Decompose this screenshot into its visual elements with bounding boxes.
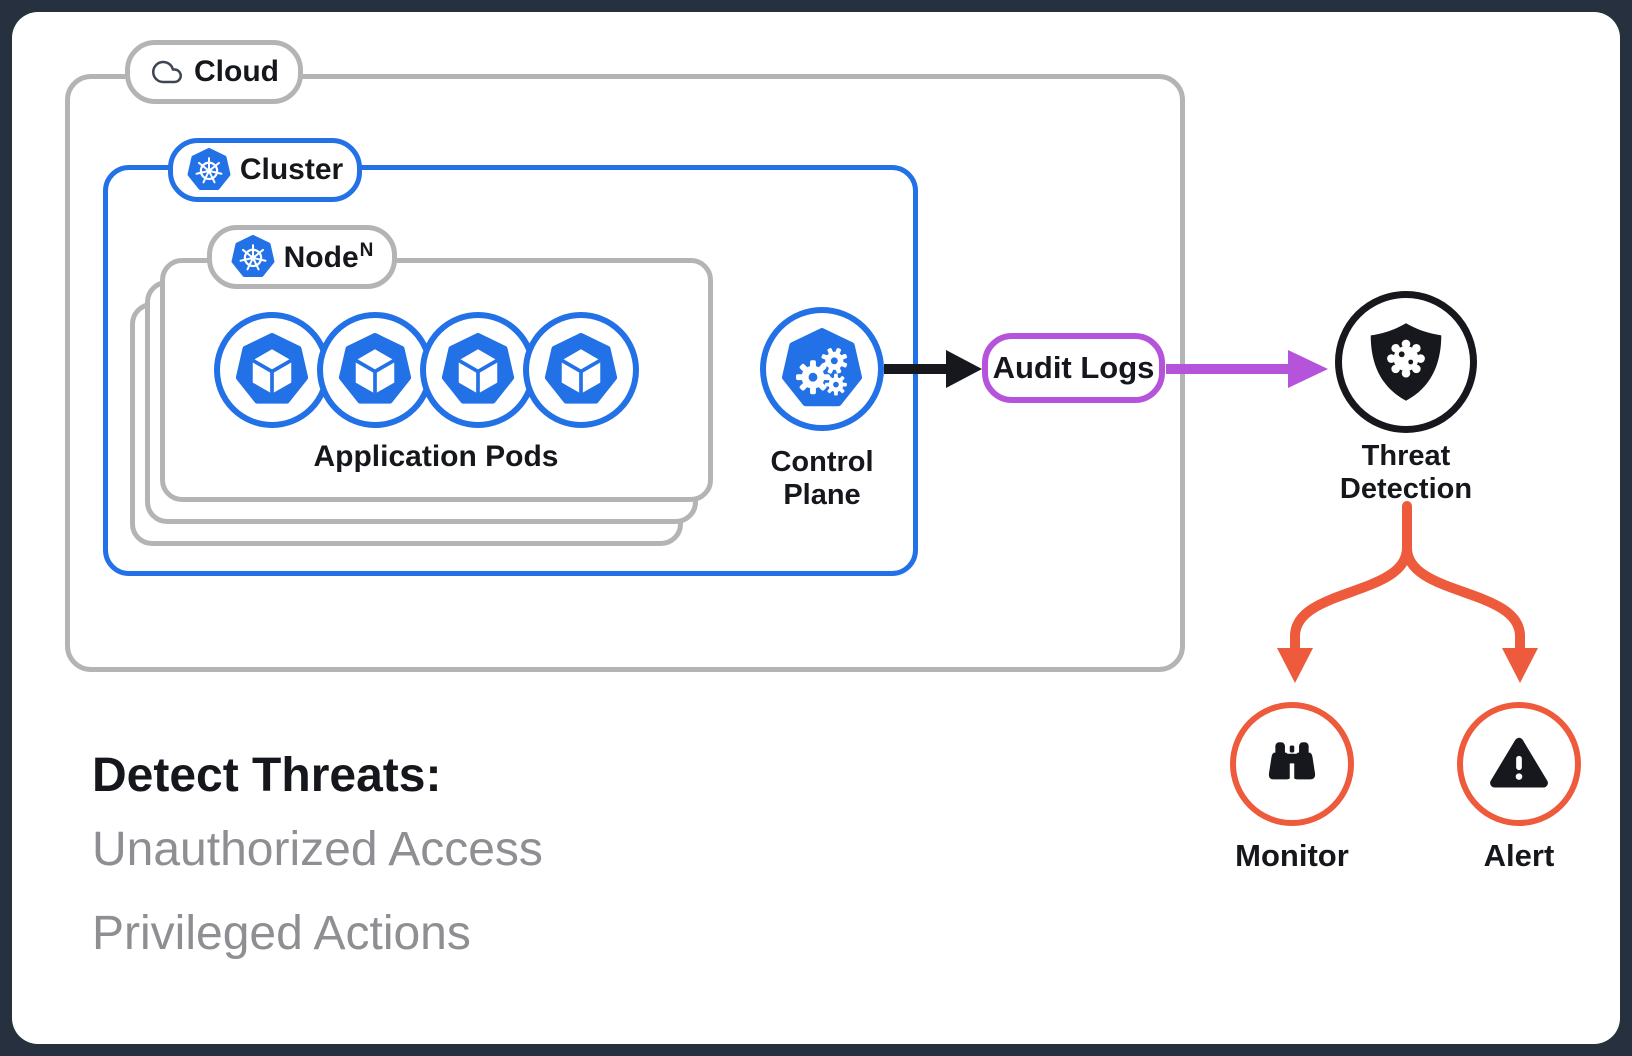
pod-cube-icon xyxy=(338,333,412,407)
application-pod-1 xyxy=(214,312,330,428)
binoculars-icon xyxy=(1260,732,1324,796)
pods-row xyxy=(214,312,639,428)
threat-detection-node xyxy=(1335,291,1477,433)
audit-logs-pill: Audit Logs xyxy=(982,333,1165,403)
caption-title: Detect Threats: xyxy=(92,749,442,802)
pod-cube-icon xyxy=(441,333,515,407)
pod-cube-icon xyxy=(235,333,309,407)
application-pod-2 xyxy=(317,312,433,428)
application-pod-3 xyxy=(420,312,536,428)
kubernetes-icon xyxy=(231,235,275,279)
pod-cube-icon xyxy=(544,333,618,407)
control-plane-label: Control Plane xyxy=(770,446,874,511)
audit-logs-label: Audit Logs xyxy=(992,350,1155,385)
alert-node xyxy=(1457,702,1581,826)
alert-label: Alert xyxy=(1483,838,1555,873)
cloud-label: Cloud xyxy=(194,55,279,88)
cluster-label: Cluster xyxy=(239,153,344,186)
monitor-node xyxy=(1230,702,1354,826)
node-count-superscript: N xyxy=(359,239,374,261)
cloud-icon xyxy=(149,57,185,87)
cluster-label-pill: Cluster xyxy=(168,138,362,202)
monitor-label: Monitor xyxy=(1235,838,1349,873)
threat-detection-label: Threat Detection xyxy=(1339,440,1473,505)
control-plane-node xyxy=(760,307,884,431)
caption-item-unauthorized-access: Unauthorized Access xyxy=(92,823,543,876)
gears-icon xyxy=(781,328,863,410)
cloud-label-pill: Cloud xyxy=(125,40,303,104)
shield-virus-icon xyxy=(1363,319,1449,405)
kubernetes-icon xyxy=(187,148,231,192)
application-pods-label: Application Pods xyxy=(313,440,559,473)
node-label-pill: NodeN xyxy=(207,225,397,289)
warning-triangle-icon xyxy=(1485,730,1553,798)
caption-item-privileged-actions: Privileged Actions xyxy=(92,907,471,960)
node-label: NodeN xyxy=(283,239,374,274)
application-pod-4 xyxy=(523,312,639,428)
